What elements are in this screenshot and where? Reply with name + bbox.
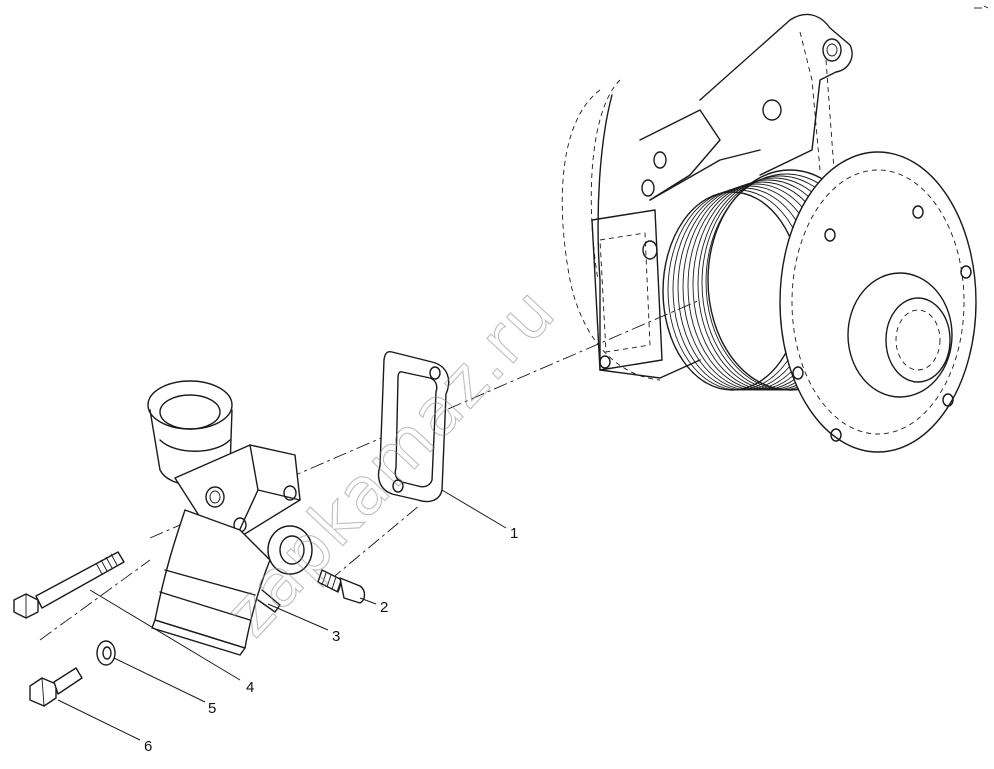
thermostat-housing-elbow-icon <box>147 380 313 656</box>
water-pump-assembly-icon <box>561 13 977 453</box>
callout-4: 4 <box>246 679 254 696</box>
short-bolt-icon <box>317 569 366 604</box>
callout-6: 6 <box>144 738 152 755</box>
assembly-center-lines <box>39 299 701 641</box>
callout-3: 3 <box>332 628 340 645</box>
callout-5: 5 <box>208 700 216 717</box>
leader-lines <box>57 489 507 741</box>
callout-1: 1 <box>510 525 518 542</box>
callout-2: 2 <box>380 599 388 616</box>
washer-icon <box>96 640 116 666</box>
gasket-icon <box>377 351 450 503</box>
hex-bolt-icon <box>29 667 83 707</box>
long-bolt-icon <box>13 551 125 619</box>
corner-mark-icon <box>974 5 989 9</box>
